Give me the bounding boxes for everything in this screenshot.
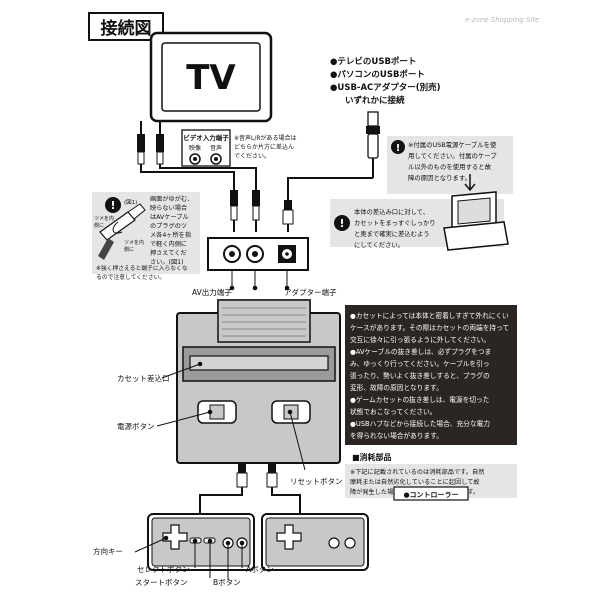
usb-options-footer: いずれかに接続 bbox=[345, 95, 405, 106]
svg-text:!: ! bbox=[339, 217, 344, 230]
video-input-box: ビデオ入力端子 映像 音声 bbox=[181, 129, 231, 167]
svg-text:用してください。付属のケーブ: 用してください。付属のケーブ bbox=[408, 151, 497, 160]
svg-text:さい。(図1): さい。(図1) bbox=[150, 259, 184, 266]
reset-button-label: リセットボタン bbox=[290, 477, 343, 486]
svg-text:るので注意してください。: るので注意してください。 bbox=[96, 273, 165, 281]
controller-1 bbox=[147, 513, 255, 571]
svg-text:本体の差込み口に対して、: 本体の差込み口に対して、 bbox=[354, 207, 429, 216]
watermark: e-zone Shopping Site bbox=[465, 16, 539, 24]
b-button-label: Bボタン bbox=[213, 578, 241, 587]
svg-text:を得られない場合があります。: を得られない場合があります。 bbox=[350, 431, 443, 440]
svg-text:※下記に記載されているのは消耗部品です。自然: ※下記に記載されているのは消耗部品です。自然 bbox=[350, 468, 484, 476]
svg-text:画面がゆがむ、: 画面がゆがむ、 bbox=[150, 195, 193, 203]
svg-text:(図1): (図1) bbox=[124, 199, 137, 206]
svg-text:※付属のUSB電源ケーブルを使: ※付属のUSB電源ケーブルを使 bbox=[408, 140, 497, 149]
svg-text:●ゲームカセットの抜き差しは、電源を切った: ●ゲームカセットの抜き差しは、電源を切った bbox=[350, 395, 490, 404]
svg-text:側に: 側に bbox=[124, 246, 134, 253]
usb-option-tv: ●テレビのUSBポート bbox=[330, 56, 416, 67]
page-title: 接続図 bbox=[101, 18, 152, 39]
video-jack-label: 映像 bbox=[189, 144, 201, 152]
tv: TV bbox=[149, 31, 273, 123]
svg-text:張ったり、勢いよく抜き差しすると、プラグの: 張ったり、勢いよく抜き差しすると、プラグの bbox=[350, 371, 490, 380]
console-leader-lines bbox=[156, 361, 306, 471]
plug-illustration bbox=[98, 203, 146, 260]
console bbox=[176, 299, 341, 464]
consumables-title: ■消耗部品 bbox=[352, 452, 392, 462]
svg-text:ケースがあります。その際はカセットの両端を持って: ケースがあります。その際はカセットの両端を持って bbox=[350, 323, 509, 332]
svg-text:●AVケーブルの抜き差しは、必ずプラグをつま: ●AVケーブルの抜き差しは、必ずプラグをつま bbox=[350, 347, 491, 356]
svg-text:ツメを内: ツメを内 bbox=[124, 239, 144, 246]
direction-key bbox=[162, 524, 188, 550]
svg-text:はAVケーブル: はAVケーブル bbox=[150, 213, 189, 221]
start-button-label: スタートボタン bbox=[135, 578, 188, 587]
svg-text:交互に徐々に引っ張るように外してください。: 交互に徐々に引っ張るように外してください。 bbox=[350, 335, 490, 344]
cartridge-illustration bbox=[443, 174, 509, 251]
port-leader-lines bbox=[229, 270, 290, 291]
usb-note: ! ※付属のUSB電源ケーブルを使 用してください。付属のケーブ ル以外のものを… bbox=[387, 136, 513, 194]
svg-text:どちらか片方に差込ん: どちらか片方に差込ん bbox=[234, 143, 294, 151]
power-button-label: 電源ボタン bbox=[117, 422, 155, 431]
svg-text:変形、故障の原因となります。: 変形、故障の原因となります。 bbox=[350, 383, 443, 392]
svg-text:●USBハブなどから接続した場合、充分な電力: ●USBハブなどから接続した場合、充分な電力 bbox=[350, 419, 490, 428]
cassette-slot-label: カセット差込口 bbox=[117, 373, 170, 383]
svg-text:!: ! bbox=[396, 143, 401, 154]
svg-text:カセットをまっすぐしっかり: カセットをまっすぐしっかり bbox=[354, 219, 436, 227]
title-box bbox=[88, 12, 164, 41]
select-button-label: セレクトボタン bbox=[137, 565, 190, 574]
audio-jack-label: 音声 bbox=[210, 144, 222, 152]
svg-text:!: ! bbox=[110, 199, 115, 212]
svg-text:にしてください。: にしてください。 bbox=[354, 241, 404, 249]
svg-text:●カセットによっては本体と密着しすぎて外れにくい: ●カセットによっては本体と密着しすぎて外れにくい bbox=[350, 311, 509, 320]
svg-text:み、ゆっくり行ってください。ケーブルを引っ: み、ゆっくり行ってください。ケーブルを引っ bbox=[350, 359, 490, 368]
svg-text:状態でおこなってください。: 状態でおこなってください。 bbox=[350, 407, 436, 416]
svg-text:映らない場合: 映らない場合 bbox=[150, 204, 187, 212]
usb-option-adapter: ●USB-ACアダプター(別売) bbox=[330, 82, 441, 93]
audio-note: ※音声L/Rがある場合は どちらか片方に差込ん でください。 bbox=[234, 134, 297, 160]
av-input-plugs bbox=[137, 121, 164, 165]
video-input-title: ビデオ入力端子 bbox=[183, 133, 229, 142]
svg-text:押さえてくだ: 押さえてくだ bbox=[150, 249, 187, 257]
usb-options: ●テレビのUSBポート ●パソコンのUSBポート ●USB-ACアダプター(別売… bbox=[330, 56, 441, 106]
svg-text:※音声L/Rがある場合は: ※音声L/Rがある場合は bbox=[234, 134, 297, 142]
consumables-item: ●コントローラー bbox=[403, 491, 458, 499]
svg-text:※強く押さえると端子に入らなくな: ※強く押さえると端子に入らなくな bbox=[96, 264, 188, 272]
svg-text:でください。: でください。 bbox=[234, 153, 270, 160]
tv-label: TV bbox=[186, 58, 236, 98]
controller-leader-lines bbox=[134, 535, 245, 580]
svg-text:メ各4ヶ所を指: メ各4ヶ所を指 bbox=[150, 231, 191, 239]
adapter-port-label: アダプター端子 bbox=[284, 287, 337, 297]
usb-plug bbox=[366, 111, 380, 178]
av-port-panel bbox=[207, 237, 309, 271]
svg-text:ツメを内: ツメを内 bbox=[94, 215, 114, 222]
svg-text:摩耗または自然劣化していることに起因して故: 摩耗または自然劣化していることに起因して故 bbox=[350, 478, 480, 486]
av-cable-plugs bbox=[230, 190, 260, 232]
controller-cables bbox=[199, 463, 301, 515]
usb-option-pc: ●パソコンのUSBポート bbox=[330, 69, 425, 80]
svg-text:のプラグのツ: のプラグのツ bbox=[150, 222, 187, 230]
svg-text:で軽く内側に: で軽く内側に bbox=[150, 240, 187, 248]
a-button-label: Aボタン bbox=[246, 565, 274, 574]
caution-box: ●カセットによっては本体と密着しすぎて外れにくい ケースがあります。その際はカセ… bbox=[345, 305, 517, 445]
svg-text:側に: 側に bbox=[94, 222, 104, 229]
svg-text:障の原因となります。: 障の原因となります。 bbox=[408, 173, 471, 182]
av-output-label: AV出力端子 bbox=[192, 287, 232, 297]
cables bbox=[140, 164, 373, 200]
direction-key-label: 方向キー bbox=[93, 546, 123, 556]
consumables: ■消耗部品 ※下記に記載されているのは消耗部品です。自然 摩耗または自然劣化して… bbox=[345, 452, 517, 501]
adapter-plug bbox=[282, 200, 294, 232]
controller-2 bbox=[261, 513, 369, 571]
plug-note: ! 画面がゆがむ、 映らない場合 はAVケーブル のプラグのツ メ各4ヶ所を指 … bbox=[92, 192, 200, 281]
svg-text:ル以外のものを使用すると故: ル以外のものを使用すると故 bbox=[408, 162, 492, 171]
svg-text:と奥まで確実に差込むよう: と奥まで確実に差込むよう bbox=[354, 229, 430, 238]
